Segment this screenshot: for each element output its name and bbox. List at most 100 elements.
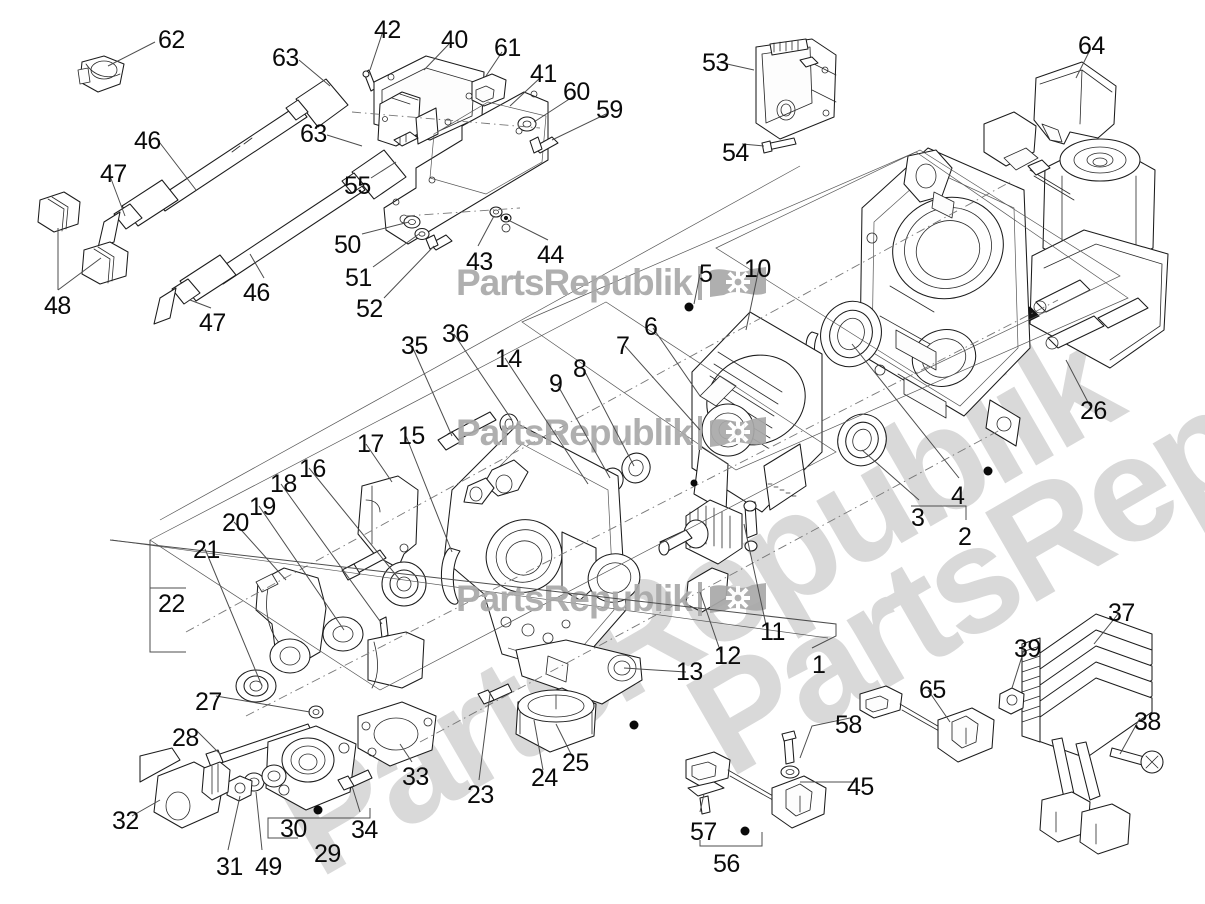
- watermark-text: PartsRepublik: [456, 578, 693, 619]
- part-24-25-collar: [478, 684, 596, 752]
- part-42-pin: [363, 70, 376, 91]
- callout-number-53[interactable]: 53: [702, 49, 729, 77]
- callout-number-50[interactable]: 50: [334, 231, 361, 259]
- part-29-34-joint-housing: [140, 702, 436, 828]
- group-boxes: [112, 150, 1128, 690]
- callout-number-63a[interactable]: 63: [272, 44, 299, 72]
- part-64-cap: [1034, 62, 1116, 144]
- callout-number-10[interactable]: 10: [744, 255, 771, 283]
- callout-number-17[interactable]: 17: [357, 430, 384, 458]
- callout-number-48[interactable]: 48: [44, 292, 71, 320]
- callout-number-27[interactable]: 27: [195, 688, 222, 716]
- watermark-text: PartsRepublik: [456, 412, 693, 453]
- callout-number-42[interactable]: 42: [374, 16, 401, 44]
- callout-number-45[interactable]: 45: [847, 773, 874, 801]
- callout-number-1[interactable]: 1: [812, 651, 826, 679]
- callout-number-47b[interactable]: 47: [199, 309, 226, 337]
- callout-number-56[interactable]: 56: [713, 850, 740, 878]
- callout-number-43[interactable]: 43: [466, 248, 493, 276]
- callout-number-40[interactable]: 40: [441, 26, 468, 54]
- callout-number-65[interactable]: 65: [919, 676, 946, 704]
- callout-number-24[interactable]: 24: [531, 764, 558, 792]
- callout-number-12[interactable]: 12: [714, 642, 741, 670]
- callout-number-8[interactable]: 8: [573, 355, 587, 383]
- callout-number-57[interactable]: 57: [690, 818, 717, 846]
- callout-number-62[interactable]: 62: [158, 26, 185, 54]
- watermark-row-2: PartsRepublik: [456, 412, 768, 454]
- part-35-36-14-shaft-bushing: [438, 412, 518, 450]
- part-11-12-13-starter-drive: [659, 500, 757, 612]
- callout-number-35[interactable]: 35: [401, 332, 428, 360]
- part-41-bracket-plate: [384, 91, 548, 244]
- callout-number-54[interactable]: 54: [722, 139, 749, 167]
- watermark-row-1: PartsRepublik: [456, 262, 768, 304]
- gear-flag-icon: [708, 581, 768, 617]
- callout-number-26[interactable]: 26: [1080, 397, 1107, 425]
- callout-number-22[interactable]: 22: [158, 590, 185, 618]
- part-5-6-7-10-flywheel-stator: [692, 312, 822, 512]
- callout-number-55[interactable]: 55: [344, 172, 371, 200]
- callout-number-4[interactable]: 4: [951, 482, 965, 510]
- callout-number-41[interactable]: 41: [530, 60, 557, 88]
- callout-number-37[interactable]: 37: [1108, 599, 1135, 627]
- callout-number-28[interactable]: 28: [172, 724, 199, 752]
- callout-number-31[interactable]: 31: [216, 853, 243, 881]
- callout-number-33[interactable]: 33: [402, 763, 429, 791]
- callout-number-30[interactable]: 30: [280, 815, 307, 843]
- callout-number-46b[interactable]: 46: [243, 279, 270, 307]
- part-56-57-65-sensors: [686, 686, 994, 828]
- callout-number-7[interactable]: 7: [616, 332, 630, 360]
- part-62-clip: [78, 56, 124, 92]
- callout-number-9[interactable]: 9: [549, 370, 563, 398]
- watermark-large-diagonal-1: PartsRepublik: [251, 296, 1141, 904]
- callout-number-34[interactable]: 34: [351, 816, 378, 844]
- callout-number-49[interactable]: 49: [255, 853, 282, 881]
- callout-number-5[interactable]: 5: [699, 260, 713, 288]
- watermark-row-3: PartsRepublik: [456, 578, 768, 620]
- part-40-coil-module: [374, 56, 484, 146]
- callout-number-15[interactable]: 15: [398, 422, 425, 450]
- part-53-control-unit: [756, 39, 836, 139]
- part-60-59-washer-bolt: [518, 117, 558, 153]
- callout-number-3[interactable]: 3: [911, 504, 925, 532]
- callout-number-64[interactable]: 64: [1078, 32, 1105, 60]
- callout-number-6[interactable]: 6: [644, 313, 658, 341]
- callout-number-44[interactable]: 44: [537, 241, 564, 269]
- node-dots: [313, 302, 993, 836]
- callout-number-11[interactable]: 11: [760, 618, 785, 646]
- callout-number-47a[interactable]: 47: [100, 160, 127, 188]
- callout-number-21[interactable]: 21: [193, 536, 220, 564]
- callout-number-36[interactable]: 36: [442, 320, 469, 348]
- part-50-51-52-fasteners: [404, 216, 452, 250]
- part-16-18-19-20-21-lever-group: [236, 550, 426, 702]
- gear-flag-icon: [708, 415, 768, 451]
- part-54-screw: [762, 138, 796, 153]
- callout-number-32[interactable]: 32: [112, 807, 139, 835]
- callout-number-14[interactable]: 14: [495, 345, 522, 373]
- callout-number-39[interactable]: 39: [1014, 635, 1041, 663]
- callout-number-58[interactable]: 58: [835, 711, 862, 739]
- callout-number-19[interactable]: 19: [249, 493, 276, 521]
- callout-number-29[interactable]: 29: [314, 840, 341, 868]
- callout-number-52[interactable]: 52: [356, 295, 383, 323]
- callout-number-20[interactable]: 20: [222, 509, 249, 537]
- callout-number-61[interactable]: 61: [494, 34, 521, 62]
- callout-number-59[interactable]: 59: [596, 96, 623, 124]
- callout-number-16[interactable]: 16: [299, 455, 326, 483]
- callout-number-2[interactable]: 2: [958, 523, 972, 551]
- part-1-gearbox-housing: [441, 424, 646, 704]
- callout-number-46a[interactable]: 46: [134, 127, 161, 155]
- callout-number-38[interactable]: 38: [1134, 708, 1161, 736]
- callout-number-51[interactable]: 51: [345, 264, 372, 292]
- callout-number-23[interactable]: 23: [467, 781, 494, 809]
- part-17-cover-plate: [358, 476, 418, 568]
- callout-number-25[interactable]: 25: [562, 749, 589, 777]
- assembly-axes: [186, 112, 1058, 742]
- callout-number-63b[interactable]: 63: [300, 120, 327, 148]
- part-43-44-washers: [490, 207, 511, 222]
- callout-number-60[interactable]: 60: [563, 78, 590, 106]
- callout-number-13[interactable]: 13: [676, 658, 703, 686]
